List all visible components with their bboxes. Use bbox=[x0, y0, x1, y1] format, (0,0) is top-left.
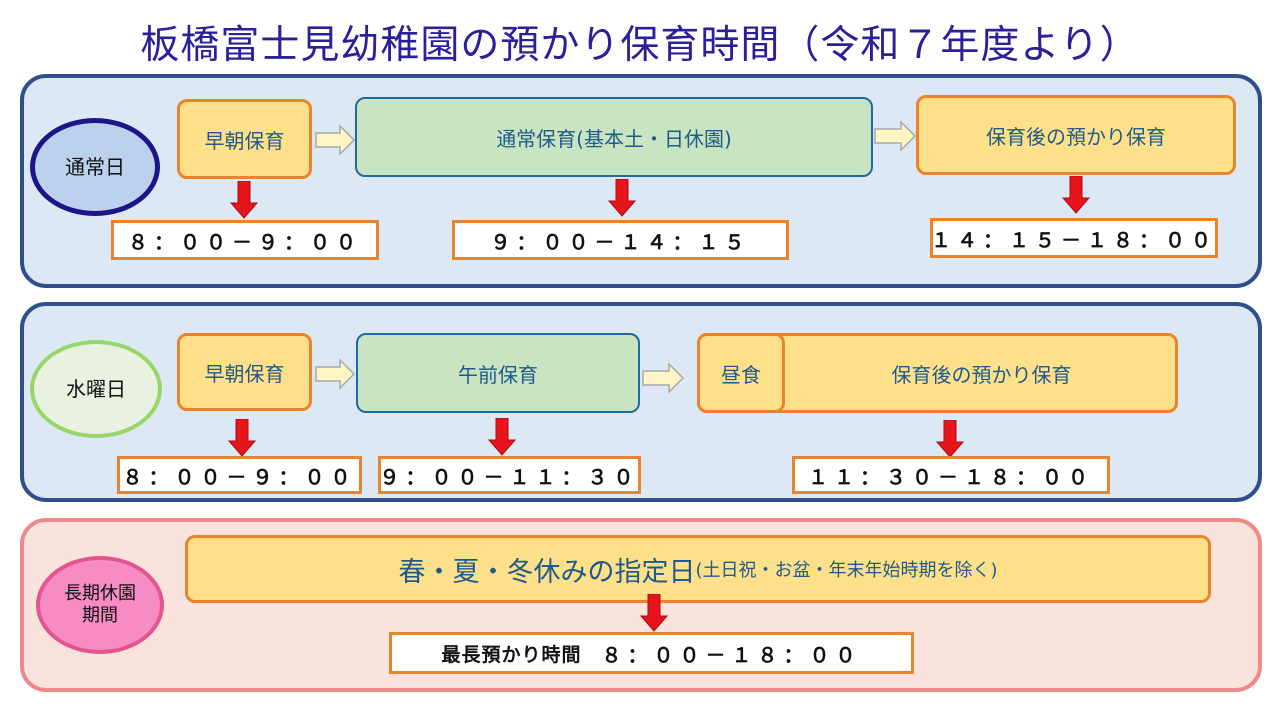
regular-standard-care-box: 通常保育(基本土・日休園) bbox=[355, 97, 873, 177]
long-holiday-care-box: 春・夏・冬休みの指定日 (土日祝・お盆・年末年始時期を除く) bbox=[185, 535, 1211, 603]
long-holiday-label-line1: 長期休園 bbox=[64, 582, 136, 604]
wednesday-flow-arrow-2 bbox=[642, 362, 685, 394]
wednesday-morning-care-box: 午前保育 bbox=[356, 333, 640, 413]
long-holiday-exclusion-note: (土日祝・お盆・年末年始時期を除く) bbox=[695, 560, 998, 581]
regular-standard-time: ９：００－１４：１５ bbox=[452, 220, 789, 260]
regular-after-care-box: 保育後の預かり保育 bbox=[916, 95, 1236, 175]
long-holiday-badge: 長期休園 期間 bbox=[36, 556, 164, 654]
wednesday-morning-time: ９：００－１１：３０ bbox=[378, 456, 641, 494]
regular-flow-arrow-2 bbox=[874, 120, 917, 152]
regular-early-time: ８：００－９：００ bbox=[111, 220, 379, 260]
long-holiday-main-text: 春・夏・冬休みの指定日 bbox=[398, 556, 696, 588]
long-holiday-label-line2: 期間 bbox=[82, 605, 118, 626]
wednesday-after-time: １１：３０－１８：００ bbox=[792, 456, 1110, 494]
regular-after-down-arrow bbox=[1062, 176, 1090, 214]
regular-early-care-box: 早朝保育 bbox=[177, 99, 312, 179]
long-holiday-down-arrow bbox=[640, 594, 668, 632]
wednesday-after-care-label: 保育後の預かり保育 bbox=[891, 362, 1072, 387]
wednesday-lunch-box: 昼食 bbox=[697, 333, 785, 413]
max-hours-time: ８：００－１８：００ bbox=[601, 642, 862, 667]
regular-standard-down-arrow bbox=[608, 179, 636, 217]
wednesday-early-down-arrow bbox=[228, 419, 256, 457]
page-title: 板橋富士見幼稚園の預かり保育時間（令和７年度より） bbox=[140, 23, 1140, 68]
long-holiday-max-time-box: 最長預かり時間 ８：００－１８：００ bbox=[389, 632, 914, 674]
regular-early-down-arrow bbox=[230, 181, 258, 219]
max-hours-label: 最長預かり時間 bbox=[441, 643, 582, 666]
wednesday-morning-down-arrow bbox=[488, 418, 516, 456]
wednesday-flow-arrow-1 bbox=[315, 358, 356, 390]
regular-day-badge: 通常日 bbox=[30, 118, 160, 216]
wednesday-early-care-box: 早朝保育 bbox=[177, 333, 312, 411]
wednesday-badge: 水曜日 bbox=[30, 340, 162, 438]
wednesday-after-down-arrow bbox=[936, 420, 964, 458]
regular-after-time: １４：１５－１８：００ bbox=[930, 218, 1218, 258]
regular-flow-arrow-1 bbox=[315, 124, 356, 156]
wednesday-early-time: ８：００－９：００ bbox=[117, 456, 362, 494]
